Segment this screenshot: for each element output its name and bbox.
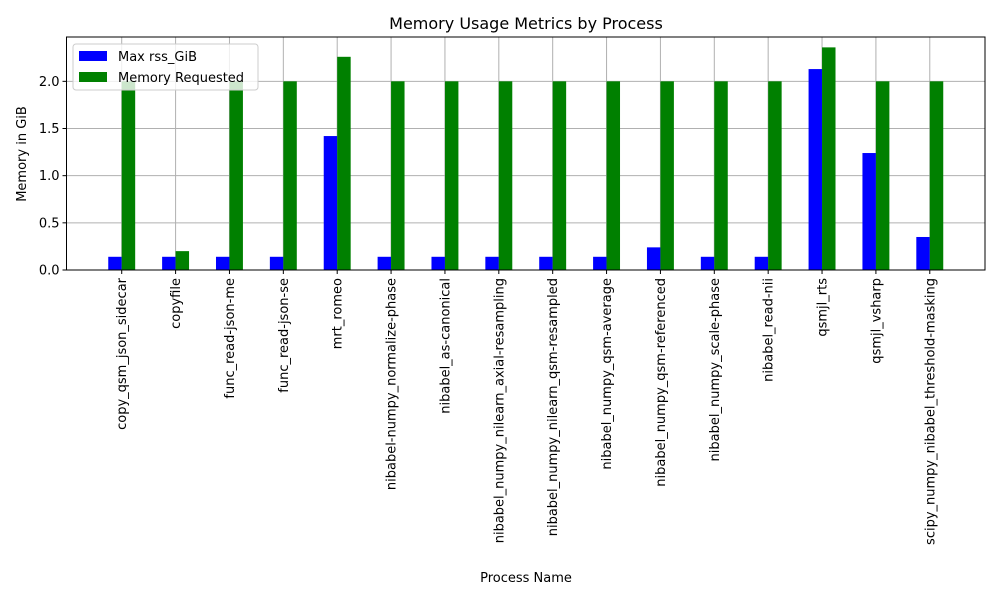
bar-max-rss	[808, 69, 823, 270]
bar-max-rss	[108, 256, 122, 270]
bar-max-rss	[700, 256, 715, 270]
legend-swatch	[79, 51, 107, 61]
bar-max-rss	[431, 256, 445, 270]
bar-max-rss	[539, 256, 553, 270]
bar-max-rss	[916, 236, 930, 270]
bar-memory-requested	[714, 81, 728, 270]
legend-label: Memory Requested	[118, 71, 244, 86]
bar-memory-requested	[606, 81, 621, 270]
bar-memory-requested	[552, 81, 567, 270]
x-tick-label: qsmjl_vsharp	[869, 278, 884, 364]
bar-max-rss	[862, 153, 876, 270]
x-tick-label: func_read-json-me	[223, 278, 238, 399]
x-tick-label: nibabel_numpy_nilearn_axial-resampling	[492, 278, 507, 543]
legend: Max rss_GiB Memory Requested	[72, 43, 259, 91]
y-axis-label: Memory in GiB	[15, 106, 30, 202]
bar-max-rss	[485, 256, 499, 270]
x-tick-label: scipy_numpy_nibabel_threshold-masking	[923, 278, 938, 545]
bar-memory-requested	[229, 81, 243, 270]
x-tick-label: nibabel_numpy_scale-phase	[708, 278, 723, 461]
x-tick-label: copyfile	[169, 278, 184, 329]
x-axis-label: Process Name	[480, 571, 572, 586]
y-tick-label: 1.0	[39, 169, 60, 184]
y-tick-label: 1.5	[39, 122, 60, 137]
bar-memory-requested	[498, 81, 513, 270]
bar-max-rss	[162, 256, 176, 270]
bar-memory-requested	[121, 81, 136, 270]
x-tick-label: func_read-json-se	[277, 278, 292, 393]
x-tick-label: copy_qsm_json_sidecar	[115, 277, 130, 430]
legend-swatch	[79, 72, 107, 82]
bar-memory-requested	[768, 81, 782, 270]
legend-box	[72, 43, 259, 91]
bars	[108, 47, 944, 270]
bar-max-rss	[593, 256, 607, 270]
bar-memory-requested	[822, 47, 836, 270]
bar-memory-requested	[283, 81, 297, 270]
y-tick-label: 0.0	[39, 264, 60, 279]
bar-memory-requested	[660, 81, 674, 270]
bar-max-rss	[215, 256, 230, 270]
bar-max-rss	[377, 256, 392, 270]
plot-frame	[66, 36, 986, 271]
bar-memory-requested	[391, 81, 405, 270]
bar-memory-requested	[929, 81, 944, 270]
bar-max-rss	[269, 256, 284, 270]
bar-max-rss	[754, 256, 769, 270]
x-tick-label: nibabel_numpy_qsm-average	[600, 278, 615, 470]
bar-memory-requested	[444, 81, 459, 270]
legend-label: Max rss_GiB	[118, 50, 197, 65]
bar-memory-requested	[337, 56, 351, 270]
x-tick-label: nibabel_numpy_nilearn_qsm-resampled	[546, 278, 561, 536]
x-tick-label: nibabel_numpy_qsm-referenced	[654, 278, 669, 487]
x-tick-label: nibabel_read-nii	[762, 278, 777, 382]
bar-memory-requested	[175, 251, 190, 270]
x-tick-label: nibabel_as-canonical	[438, 278, 453, 414]
x-tick-label: mrt_romeo	[331, 278, 346, 349]
x-tick-label: nibabel-numpy_normalize-phase	[385, 278, 400, 490]
bar-memory-requested	[875, 81, 890, 270]
bar-max-rss	[646, 247, 661, 270]
y-tick-label: 0.5	[39, 216, 60, 231]
axes: 0.0 0.5 1.0 1.5 2.0 copy_qsm_json_sidecar copy…	[39, 36, 986, 545]
x-tick-label: qsmjl_rts	[816, 278, 831, 337]
bar-max-rss	[323, 136, 338, 270]
chart-title: Memory Usage Metrics by Process	[389, 14, 663, 33]
y-tick-label: 2.0	[39, 75, 60, 90]
